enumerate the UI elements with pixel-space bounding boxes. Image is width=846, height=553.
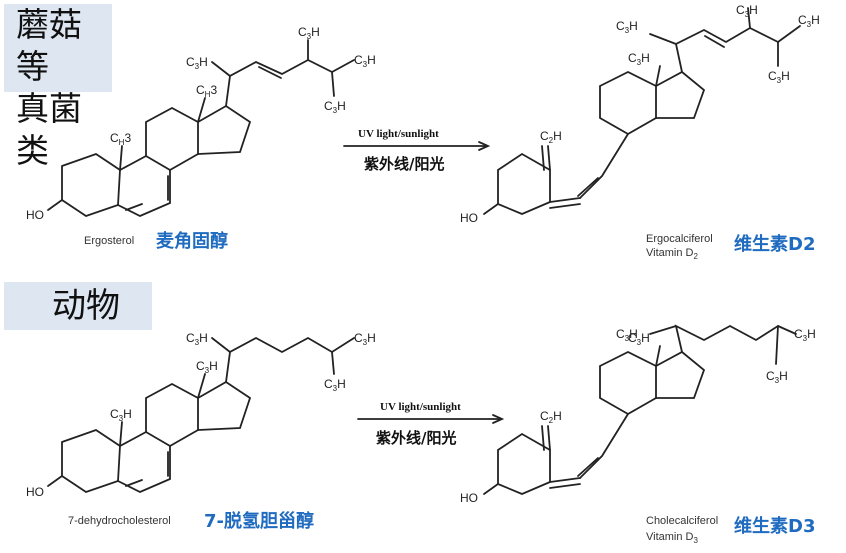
arrow-label-cn: 紫外线/阳光 xyxy=(364,155,444,173)
methyl-label: C3H xyxy=(324,377,346,393)
ergocalciferol-structure: HO C2H C3H C3H C3H C3H C3H xyxy=(460,3,820,225)
vitamin-d2-label: Vitamin D2 xyxy=(646,247,698,261)
dehydrocholesterol-name: 7-dehydrocholesterol xyxy=(68,515,171,527)
dehydrocholesterol-cn-name: 7-脱氢胆甾醇 xyxy=(204,510,314,532)
dehydrocholesterol-structure: HO C3H C3H C3H C3H C3H xyxy=(26,331,376,499)
ergocalciferol-name: Ergocalciferol xyxy=(646,233,713,245)
bottom-reaction-arrow: UV light/sunlight 紫外线/阳光 xyxy=(357,401,505,447)
top-reaction-arrow: UV light/sunlight 紫外线/阳光 xyxy=(343,128,491,173)
methylene-label: C2H xyxy=(540,129,562,145)
methyl-label: C3H xyxy=(628,331,650,347)
arrow-label-uv: UV light/sunlight xyxy=(358,128,439,140)
ho-label: HO xyxy=(26,208,44,222)
vitamin-d3-label: Vitamin D3 xyxy=(646,531,698,545)
methyl-label: C3H xyxy=(354,53,376,69)
section-label-animal: 动物 xyxy=(4,282,152,330)
methyl-label: CH3 xyxy=(196,83,217,99)
methyl-label: C3H xyxy=(298,25,320,41)
methyl-label: C3H xyxy=(766,369,788,385)
methyl-label: C3H xyxy=(628,51,650,67)
methylene-label: C2H xyxy=(540,409,562,425)
section-label-fungi-line1: 蘑菇等 xyxy=(16,5,82,86)
arrow-label-cn: 紫外线/阳光 xyxy=(376,429,456,447)
methyl-label: C3H xyxy=(616,327,638,343)
cholecalciferol-name: Cholecalciferol xyxy=(646,515,718,527)
section-label-fungi: 蘑菇等 真菌类 xyxy=(4,4,112,170)
methyl-label: C3H xyxy=(324,99,346,115)
methyl-label: C3H xyxy=(186,55,208,71)
methyl-label: C3H xyxy=(186,331,208,347)
methyl-label: C3H xyxy=(196,359,218,375)
vitamin-d3-cn-name: 维生素D3 xyxy=(734,515,815,537)
cholecalciferol-structure: HO C2H C3H C3H C3H C3H xyxy=(460,324,816,505)
ho-label: HO xyxy=(26,485,44,499)
ergosterol-name: Ergosterol xyxy=(84,235,134,247)
methyl-label: C3H xyxy=(768,69,790,85)
methyl-label: CH3 xyxy=(110,131,131,147)
methyl-label: C3H xyxy=(354,331,376,347)
ergosterol-cn-name: 麦角固醇 xyxy=(156,230,228,252)
arrow-label-uv: UV light/sunlight xyxy=(380,401,461,413)
methyl-label: C3H xyxy=(616,19,638,35)
vitamin-d2-cn-name: 维生素D2 xyxy=(734,233,815,255)
ho-label: HO xyxy=(460,491,478,505)
section-label-fungi-line2: 真菌类 xyxy=(16,89,82,170)
methyl-label: C3H xyxy=(794,327,816,343)
ergosterol-structure: HO CH3 CH3 C3H C3H C3H C3H xyxy=(26,25,376,222)
ho-label: HO xyxy=(460,211,478,225)
methyl-label: C3H xyxy=(110,407,132,423)
methyl-label: C3H xyxy=(736,3,758,19)
methyl-label: C3H xyxy=(798,13,820,29)
